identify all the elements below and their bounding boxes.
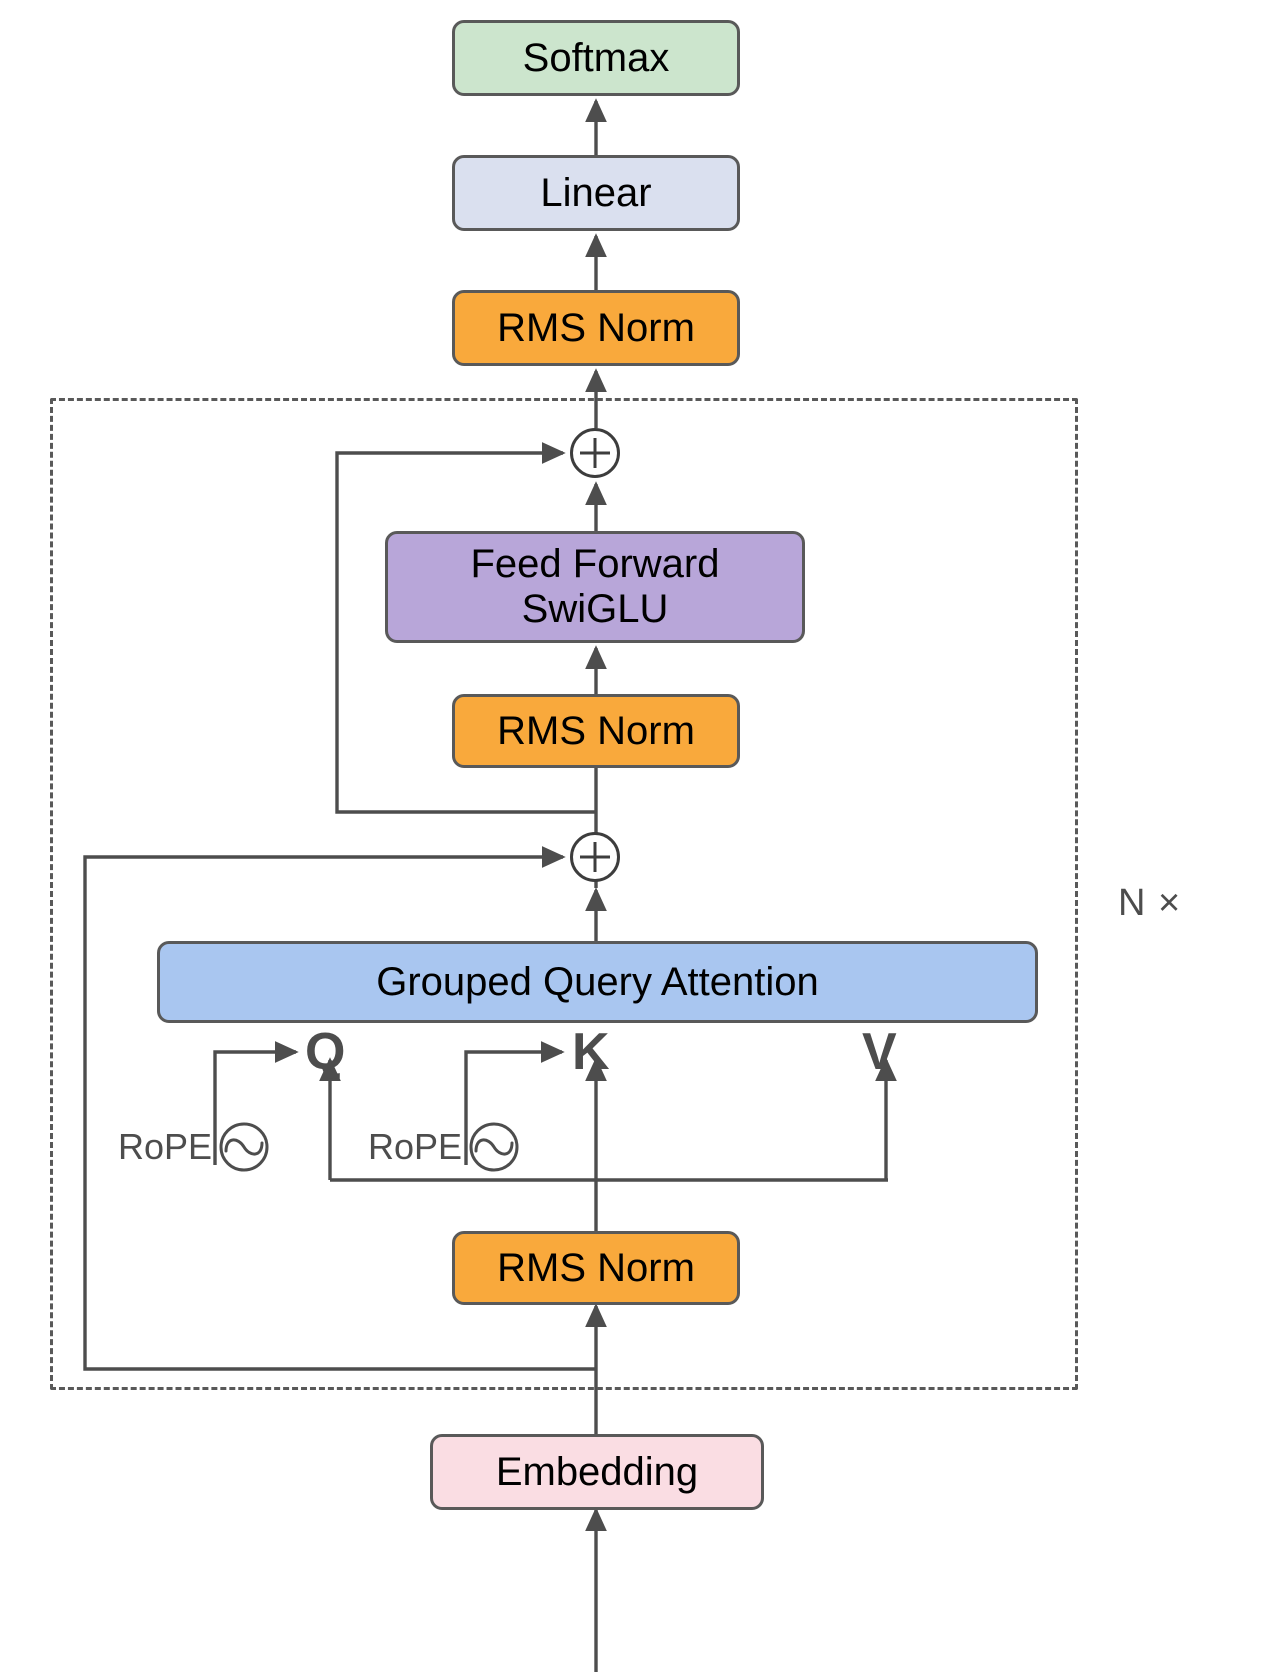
rope-unit-key: RoPE (368, 1121, 520, 1173)
node-feed-forward-line1: Feed Forward (470, 542, 720, 587)
node-linear-label: Linear (540, 170, 652, 215)
rope-sine-circle-icon (468, 1121, 520, 1173)
repeat-count-label: N × (1118, 882, 1182, 924)
node-rms-norm-top[interactable]: RMS Norm (452, 290, 740, 366)
circle-plus-icon-attention-residual (570, 832, 620, 882)
node-rms-norm-mid-label: RMS Norm (497, 708, 695, 753)
node-softmax-label: Softmax (522, 35, 670, 80)
key-label: K (572, 1023, 610, 1081)
value-label: V (862, 1023, 897, 1081)
node-feed-forward-swiglu[interactable]: Feed Forward SwiGLU (385, 531, 805, 643)
node-rms-norm-mid[interactable]: RMS Norm (452, 694, 740, 768)
repeated-block-boundary (50, 398, 1078, 1390)
rope-unit-query: RoPE (118, 1121, 270, 1173)
node-embedding-label: Embedding (495, 1449, 699, 1494)
query-label: Q (305, 1023, 346, 1081)
node-softmax[interactable]: Softmax (452, 20, 740, 96)
node-rms-norm-bottom-label: RMS Norm (497, 1245, 695, 1290)
node-rms-norm-top-label: RMS Norm (497, 305, 695, 350)
circle-plus-icon-ffn-residual (570, 428, 620, 478)
node-feed-forward-line2: SwiGLU (521, 587, 669, 631)
rope-query-label: RoPE (118, 1126, 213, 1167)
node-grouped-query-attention[interactable]: Grouped Query Attention (157, 941, 1038, 1023)
node-rms-norm-bottom[interactable]: RMS Norm (452, 1231, 740, 1305)
node-grouped-query-attention-label: Grouped Query Attention (376, 959, 819, 1004)
rope-key-label: RoPE (368, 1126, 463, 1167)
node-linear[interactable]: Linear (452, 155, 740, 231)
node-embedding[interactable]: Embedding (430, 1434, 764, 1510)
rope-sine-circle-icon (218, 1121, 270, 1173)
